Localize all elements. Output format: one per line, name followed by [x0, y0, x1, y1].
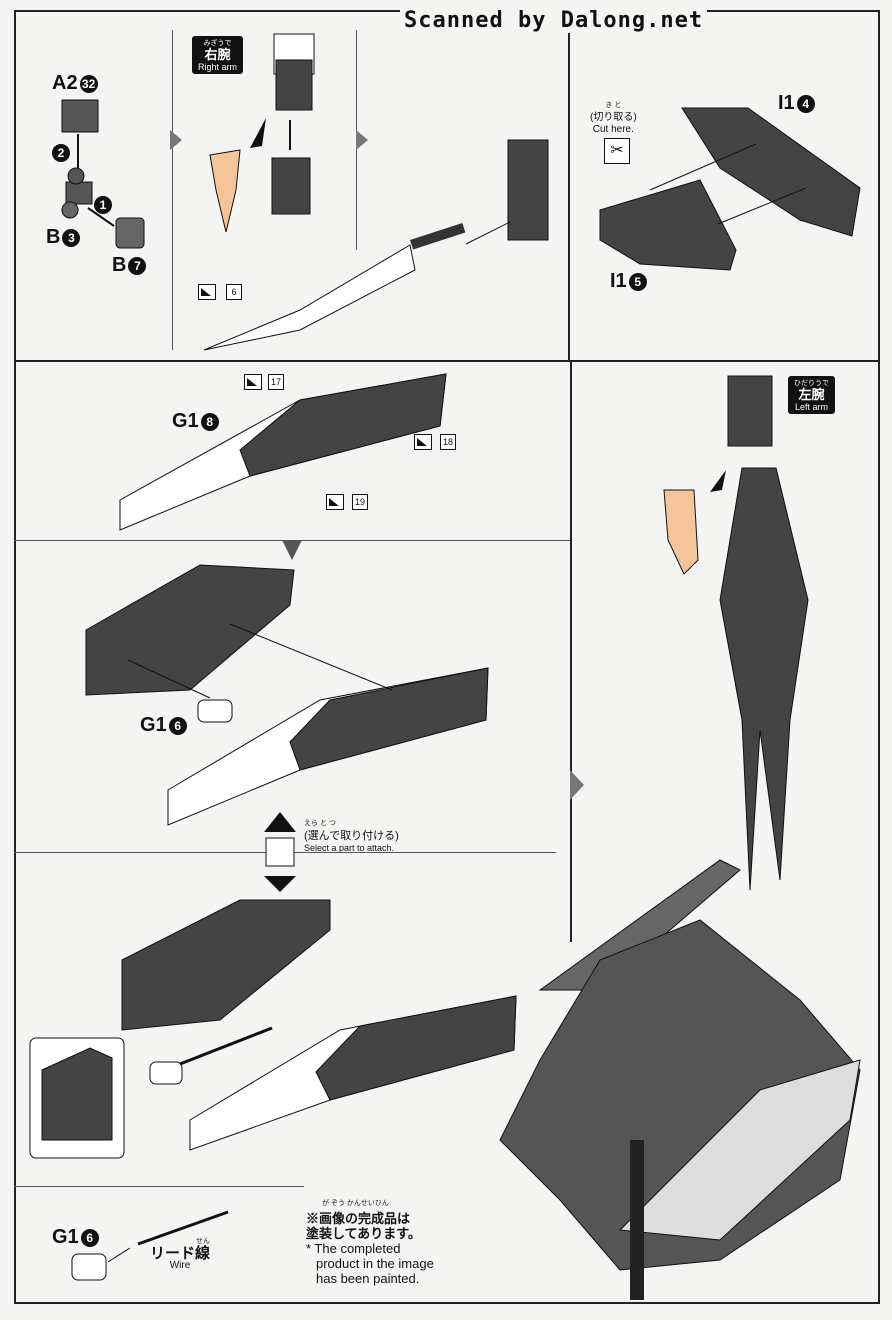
order-number: 2 — [52, 144, 70, 162]
right-arm-badge: みぎうで 右腕 Right arm — [192, 36, 244, 74]
part-code: A2 — [52, 72, 78, 94]
part-number: 8 — [200, 412, 219, 431]
ruby: き と — [605, 102, 622, 109]
sticker-number-17: 17 — [268, 374, 284, 390]
part-code: G1 — [140, 714, 167, 736]
part-number: 7 — [128, 256, 147, 275]
label-en: Wire — [169, 1260, 191, 1271]
sticker-number-18: 18 — [440, 434, 456, 450]
part-b7 — [115, 217, 145, 249]
part-code: G1 — [52, 1226, 79, 1248]
divider-top-right — [568, 10, 570, 362]
divider-top — [14, 360, 880, 362]
finished-kit — [538, 859, 741, 991]
label-jp: リード線 — [150, 1245, 211, 1262]
label-jp: (選んで取り付ける) — [304, 830, 399, 842]
footnote-en-line2: product in the image — [316, 1256, 434, 1271]
divider-step1 — [172, 30, 173, 350]
order-number: 1 — [94, 196, 112, 214]
part-number: 6 — [168, 716, 187, 735]
label-jp: 左腕 — [798, 387, 825, 402]
select-part-note: えら と つ (選んで取り付ける) Select a part to attac… — [304, 818, 399, 854]
divider-row4 — [14, 1186, 304, 1187]
cut-here-note: き と (切り取る) Cut here. — [590, 100, 637, 136]
part-a2-block — [61, 99, 99, 133]
ruby: えら と つ — [304, 820, 336, 827]
sticker-icon — [414, 434, 432, 450]
part-b3-joint — [65, 181, 93, 205]
label-en: Left arm — [794, 402, 828, 412]
divider-mid — [570, 362, 572, 942]
sticker-icon — [198, 284, 216, 300]
painted-footnote: が ぞう かんせいひん ※画像の完成品は 塗装してあります。 * The com… — [306, 1196, 434, 1286]
part-code: B — [46, 226, 61, 248]
ruby: ひだりうで — [794, 380, 829, 387]
footnote-en-line1: * The completed — [306, 1241, 401, 1256]
label-en: Right arm — [198, 62, 238, 72]
part-code: I1 — [610, 270, 627, 292]
footnote-jp-line2: 塗装してあります。 — [306, 1226, 421, 1241]
part-number: 3 — [62, 228, 81, 247]
part-code: G1 — [172, 410, 199, 432]
label-en: Select a part to attach. — [304, 843, 395, 853]
sticker-icon — [244, 374, 262, 390]
sticker-number-19: 19 — [352, 494, 368, 510]
left-arm-badge: ひだりうで 左腕 Left arm — [788, 376, 835, 414]
part-i1-4 — [681, 107, 861, 237]
ruby: が ぞう かんせいひん — [322, 1200, 389, 1207]
ruby: せん — [196, 1238, 211, 1245]
part-number: 6 — [80, 1228, 99, 1247]
scanned-by-banner: Scanned by Dalong.net — [400, 8, 708, 33]
footnote-en-line3: has been painted. — [316, 1271, 420, 1286]
part-code: I1 — [778, 92, 795, 114]
label-jp: (切り取る) — [590, 112, 637, 123]
left-arm-shield — [719, 467, 809, 891]
part-code: B — [112, 254, 127, 276]
sticker-icon — [326, 494, 344, 510]
wire-label: せん リード線 Wire — [150, 1236, 210, 1272]
scissors-icon: ✂ — [604, 138, 630, 164]
order-marker-2: 2 — [50, 144, 70, 162]
part-number: 5 — [628, 272, 647, 291]
ruby: みぎうで — [203, 40, 232, 47]
footnote-jp-line1: ※画像の完成品は — [306, 1211, 411, 1226]
part-i1-5 — [599, 179, 737, 271]
part-number: 4 — [796, 94, 815, 113]
part-number: 32 — [79, 74, 98, 93]
label-en: Cut here. — [592, 124, 634, 135]
order-marker-1: 1 — [92, 196, 112, 214]
label-jp: 右腕 — [204, 47, 231, 62]
sticker-number-6: 6 — [226, 284, 242, 300]
